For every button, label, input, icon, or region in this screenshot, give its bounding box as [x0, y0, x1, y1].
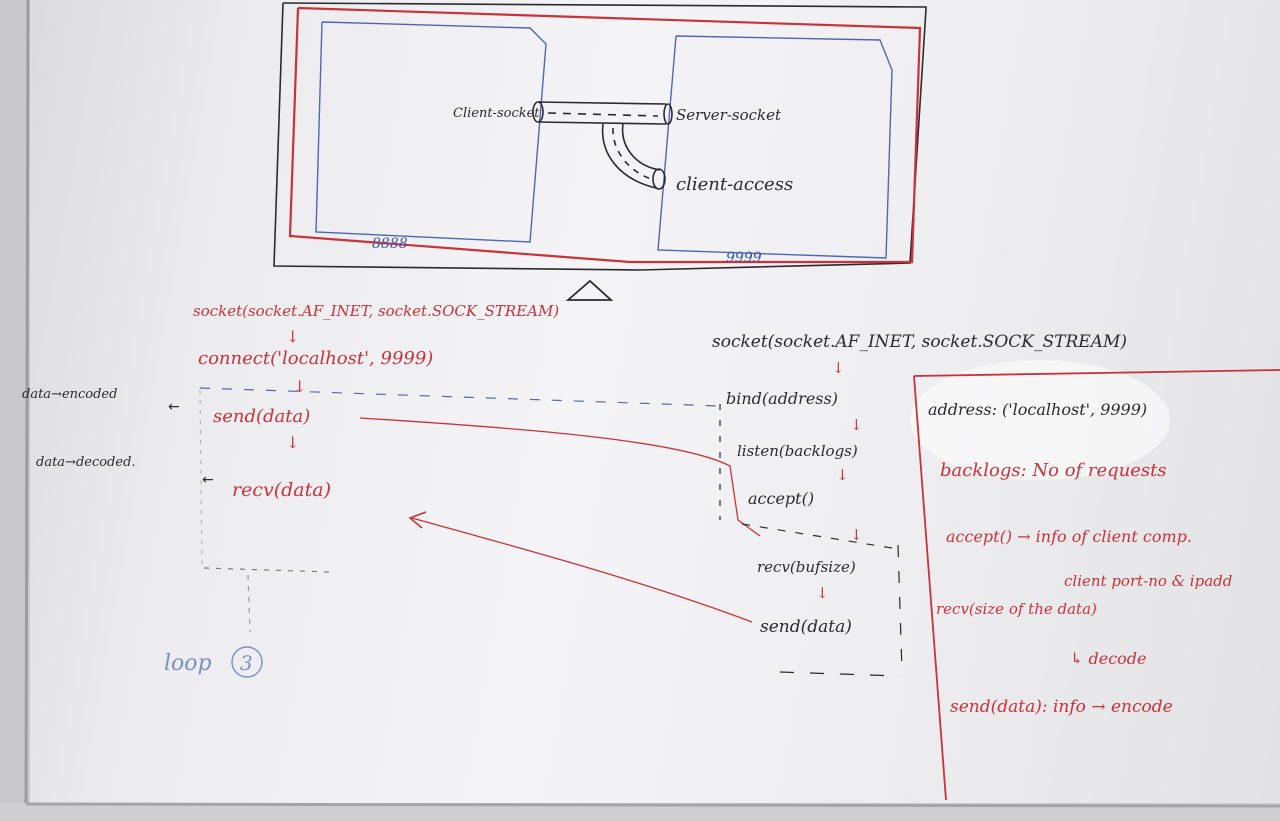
client-dashed-bottom — [203, 567, 331, 573]
server-recv-call: recv(bufsize) — [757, 558, 856, 576]
server-arrow-1: ↓ — [832, 359, 845, 377]
right-computer-box — [657, 35, 893, 259]
board-bottom-frame — [0, 803, 1280, 821]
server-arrow-5: ↓ — [816, 584, 829, 602]
client-arrow-1: ↓ — [286, 327, 299, 346]
note-accept-1: accept() → info of client comp. — [946, 527, 1192, 546]
loop-label: loop — [164, 651, 212, 676]
left-computer-box — [315, 21, 547, 243]
recv-flow-line — [411, 517, 753, 623]
server-arrow-3: ↓ — [836, 466, 849, 484]
server-dashed-bottom — [779, 671, 901, 677]
left-port-label: 8888 — [372, 236, 408, 252]
note-address: address: ('localhost', 9999) — [928, 400, 1147, 419]
client-access-label: client-access — [676, 174, 793, 195]
server-send-call: send(data) — [760, 617, 852, 637]
decoded-arrow: ← — [202, 472, 214, 488]
diagram-frame — [273, 2, 927, 301]
board-bottom-edge — [25, 802, 1280, 808]
client-arrow-2: ↓ — [293, 377, 306, 396]
note-accept-2: client port-no & ipadd — [1064, 572, 1232, 590]
client-socket-label: Client-socket — [453, 106, 540, 121]
server-socket-label: Server-socket — [676, 106, 782, 124]
notes-box-left — [913, 375, 947, 801]
note-backlogs: backlogs: No of requests — [940, 460, 1167, 481]
recv-flow-arrowhead — [408, 511, 427, 529]
client-socket-call: socket(socket.AF_INET, socket.SOCK_STREA… — [193, 302, 559, 320]
server-arrow-2: ↓ — [850, 416, 863, 434]
client-dashed-top — [199, 387, 721, 407]
server-socket-call: socket(socket.AF_INET, socket.SOCK_STREA… — [712, 332, 1127, 352]
loop-circle — [231, 646, 263, 678]
notes-box — [913, 369, 1280, 377]
right-port-label: 9999 — [726, 250, 762, 266]
server-bind-call: bind(address) — [726, 389, 838, 408]
server-dashed-right — [897, 544, 903, 673]
note-send: send(data): info → encode — [950, 697, 1173, 717]
server-dashed-mid — [741, 523, 893, 549]
note-recv-1: recv(size of the data) — [936, 600, 1097, 618]
board-glare — [910, 360, 1170, 480]
client-recv-call: recv(data) — [232, 479, 331, 501]
decoded-note: data→decoded. — [36, 455, 136, 470]
server-listen-call: listen(backlogs) — [737, 442, 858, 460]
server-arrow-4: ↓ — [850, 526, 863, 544]
board-left-edge — [24, 0, 30, 806]
loop-number: 3 — [240, 651, 253, 675]
client-arrow-3: ↓ — [286, 433, 299, 452]
note-recv-2: ↳ decode — [1070, 649, 1147, 668]
server-accept-call: accept() — [748, 489, 814, 508]
encoded-note: data→encoded — [22, 387, 117, 402]
socket-pipe — [532, 101, 673, 190]
encoded-arrow: ← — [168, 399, 180, 415]
client-send-call: send(data) — [213, 406, 310, 427]
client-loop-line — [247, 574, 251, 633]
send-flow-line — [359, 417, 761, 537]
client-connect-call: connect('localhost', 9999) — [198, 348, 433, 369]
